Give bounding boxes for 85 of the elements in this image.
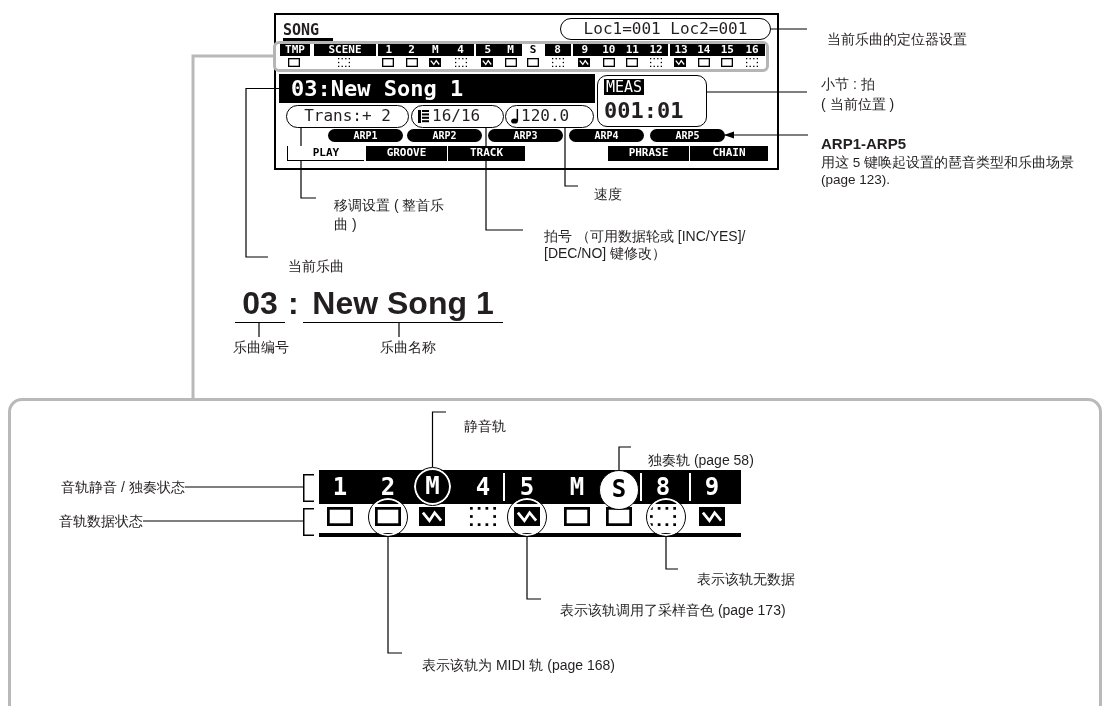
track-label: M xyxy=(423,44,447,56)
annotation-text: 乐曲名称 xyxy=(380,337,442,357)
track-label: M xyxy=(568,472,586,503)
display-value: 120.0 xyxy=(521,106,570,126)
tab: CHAIN xyxy=(690,146,768,161)
annotation-text: 当前乐曲的定位器设置 xyxy=(807,27,987,51)
display-value: 16/16 xyxy=(432,106,481,126)
leader-line xyxy=(258,322,260,338)
tab: TRACK xyxy=(448,146,525,161)
highlight-circle xyxy=(646,497,686,537)
track-label: 14 xyxy=(692,44,716,56)
annotation-text: 当前乐曲 xyxy=(268,255,358,277)
arrow xyxy=(724,131,809,139)
tab: PHRASE xyxy=(608,146,689,161)
track-label: 1 xyxy=(331,472,349,503)
track-label: 9 xyxy=(703,472,721,503)
annotation-text: 移调设置 ( 整首乐曲 ) xyxy=(316,196,457,236)
leader-line xyxy=(398,322,400,338)
track-label: 2 xyxy=(379,472,397,503)
annotation-text: 乐曲编号 xyxy=(233,337,295,357)
leader-line xyxy=(526,536,542,600)
tab: PLAY xyxy=(287,146,364,161)
arp-indicator: ARP1 xyxy=(328,129,403,142)
annotation-text: 速度 xyxy=(578,184,628,205)
screen-title: SONG xyxy=(283,23,334,41)
track-label: 8 xyxy=(544,44,571,56)
zoom-panel xyxy=(8,398,1102,706)
track-label: 5 xyxy=(474,44,500,56)
track-label: 12 xyxy=(644,44,668,56)
track-label: 13 xyxy=(668,44,692,56)
track-label: 5 xyxy=(518,472,536,503)
annotation-text: 音轨数据状态 xyxy=(54,510,143,532)
leader-line xyxy=(770,28,808,30)
arp-indicator: ARP5 xyxy=(650,129,725,142)
leader-line xyxy=(431,411,447,468)
position-value: 001:01 xyxy=(604,99,684,123)
song-name: New Song 1 xyxy=(303,286,503,323)
lcd-screen xyxy=(274,13,779,170)
separator-text: : xyxy=(288,286,299,321)
track-label: 11 xyxy=(620,44,644,56)
annotation-text: 表示该轨无数据 xyxy=(678,568,813,590)
track-strip xyxy=(273,41,769,72)
meas-label: MEAS xyxy=(604,79,645,95)
track-label: 10 xyxy=(597,44,621,56)
highlight-circle xyxy=(507,497,547,537)
track-label: 2 xyxy=(399,44,424,56)
track-label: 1 xyxy=(376,44,400,56)
leader-line xyxy=(142,520,304,522)
highlight-circle: M xyxy=(413,467,452,506)
annotation-heading: ARP1-ARP5 xyxy=(821,134,908,154)
connector-line xyxy=(191,54,273,398)
leader-line xyxy=(184,486,304,488)
leader-line xyxy=(618,446,632,471)
annotation-line: ( 当前位置 ) xyxy=(821,95,896,114)
track-label: SCENE xyxy=(312,44,376,56)
leader-line xyxy=(706,91,808,93)
annotation-text: 表示该轨调用了采样音色 (page 173) xyxy=(541,598,806,622)
track-label: 16 xyxy=(739,44,765,56)
annotation-text: 表示该轨为 MIDI 轨 (page 168) xyxy=(402,652,632,678)
annotation-text: 静音轨 xyxy=(446,411,526,441)
track-label: 4 xyxy=(447,44,474,56)
track-label: 4 xyxy=(474,472,492,503)
annotation-line: 小节 : 拍 xyxy=(821,75,876,94)
track-label: 15 xyxy=(715,44,739,56)
leader-line xyxy=(387,536,403,654)
measure-display xyxy=(597,75,707,127)
transpose-display: Trans:+ 2 xyxy=(286,105,409,128)
tab: GROOVE xyxy=(366,146,447,161)
song-name-display: 03:New Song 1 xyxy=(279,74,595,103)
arp-indicator: ARP4 xyxy=(569,129,644,142)
track-label: TMP xyxy=(278,44,310,56)
annotation-text: 音轨静音 / 独奏状态 xyxy=(56,476,185,498)
leader-line xyxy=(245,87,280,258)
track-label: M xyxy=(499,44,522,56)
bar-shape xyxy=(303,505,741,538)
leader-line xyxy=(665,536,679,570)
song-number: 03 xyxy=(235,286,285,323)
annotation-text: 拍号 （可用数据轮或 [INC/YES]/ [DEC/NO] 键修改） xyxy=(523,228,778,264)
arp-indicator: ARP3 xyxy=(488,129,563,142)
arp-indicator: ARP2 xyxy=(407,129,482,142)
leader-line xyxy=(564,127,579,187)
track-label: 8 xyxy=(654,472,672,503)
highlight-circle xyxy=(368,497,408,537)
track-label: 9 xyxy=(570,44,597,56)
annotation-text: 用这 5 键唤起设置的琶音类型和乐曲场景 (page 123). xyxy=(821,154,1075,188)
